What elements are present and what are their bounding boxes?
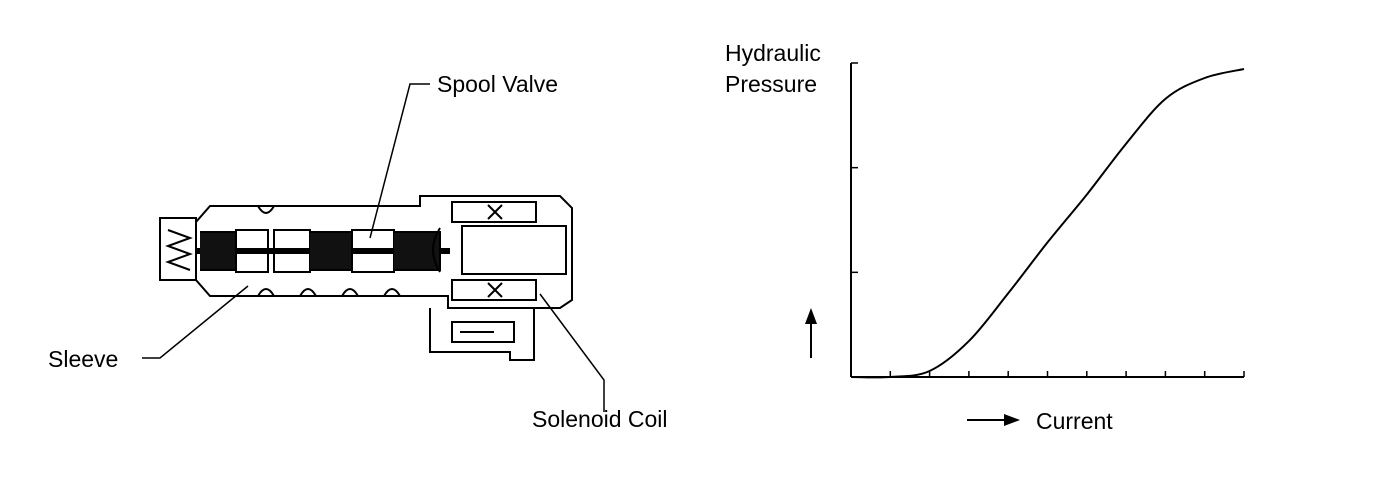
diaphragm <box>432 227 441 273</box>
spool-valve-label: Spool Valve <box>437 71 559 97</box>
pressure-graph <box>805 62 1245 426</box>
y-axis-label-line2: Pressure <box>725 71 818 97</box>
x-ticks <box>850 371 1245 377</box>
sleeve-body <box>195 195 573 309</box>
valve-leaders <box>142 83 605 412</box>
y-direction-arrow-head <box>805 308 817 324</box>
solenoid-coil-leader <box>539 293 605 412</box>
coil-winding-top <box>451 201 537 223</box>
spool-valve-leader <box>369 83 430 239</box>
sleeve-leader <box>142 285 249 359</box>
plunger <box>461 225 567 275</box>
port-notches <box>257 205 401 297</box>
sleeve-label: Sleeve <box>48 346 119 372</box>
y-ticks <box>851 62 858 378</box>
connector-housing <box>429 308 535 361</box>
solenoid-coil-label: Solenoid Coil <box>532 406 668 432</box>
x-axis-label: Current <box>1036 408 1113 434</box>
coil-winding-bottom <box>451 279 537 301</box>
y-axis-label-line1: Hydraulic <box>725 40 821 66</box>
pressure-curve <box>850 68 1245 379</box>
coil-cross-bottom <box>487 282 503 298</box>
connector-pin <box>451 321 515 343</box>
flow-channel-right <box>394 231 441 271</box>
spring <box>165 229 193 271</box>
flow-channel-left <box>200 231 237 271</box>
coil-cross-top <box>487 204 503 220</box>
flow-channel-mid <box>310 231 353 271</box>
valve-drawing <box>159 195 573 361</box>
x-direction-arrow-head <box>1004 414 1020 426</box>
curve-points <box>851 69 1244 377</box>
